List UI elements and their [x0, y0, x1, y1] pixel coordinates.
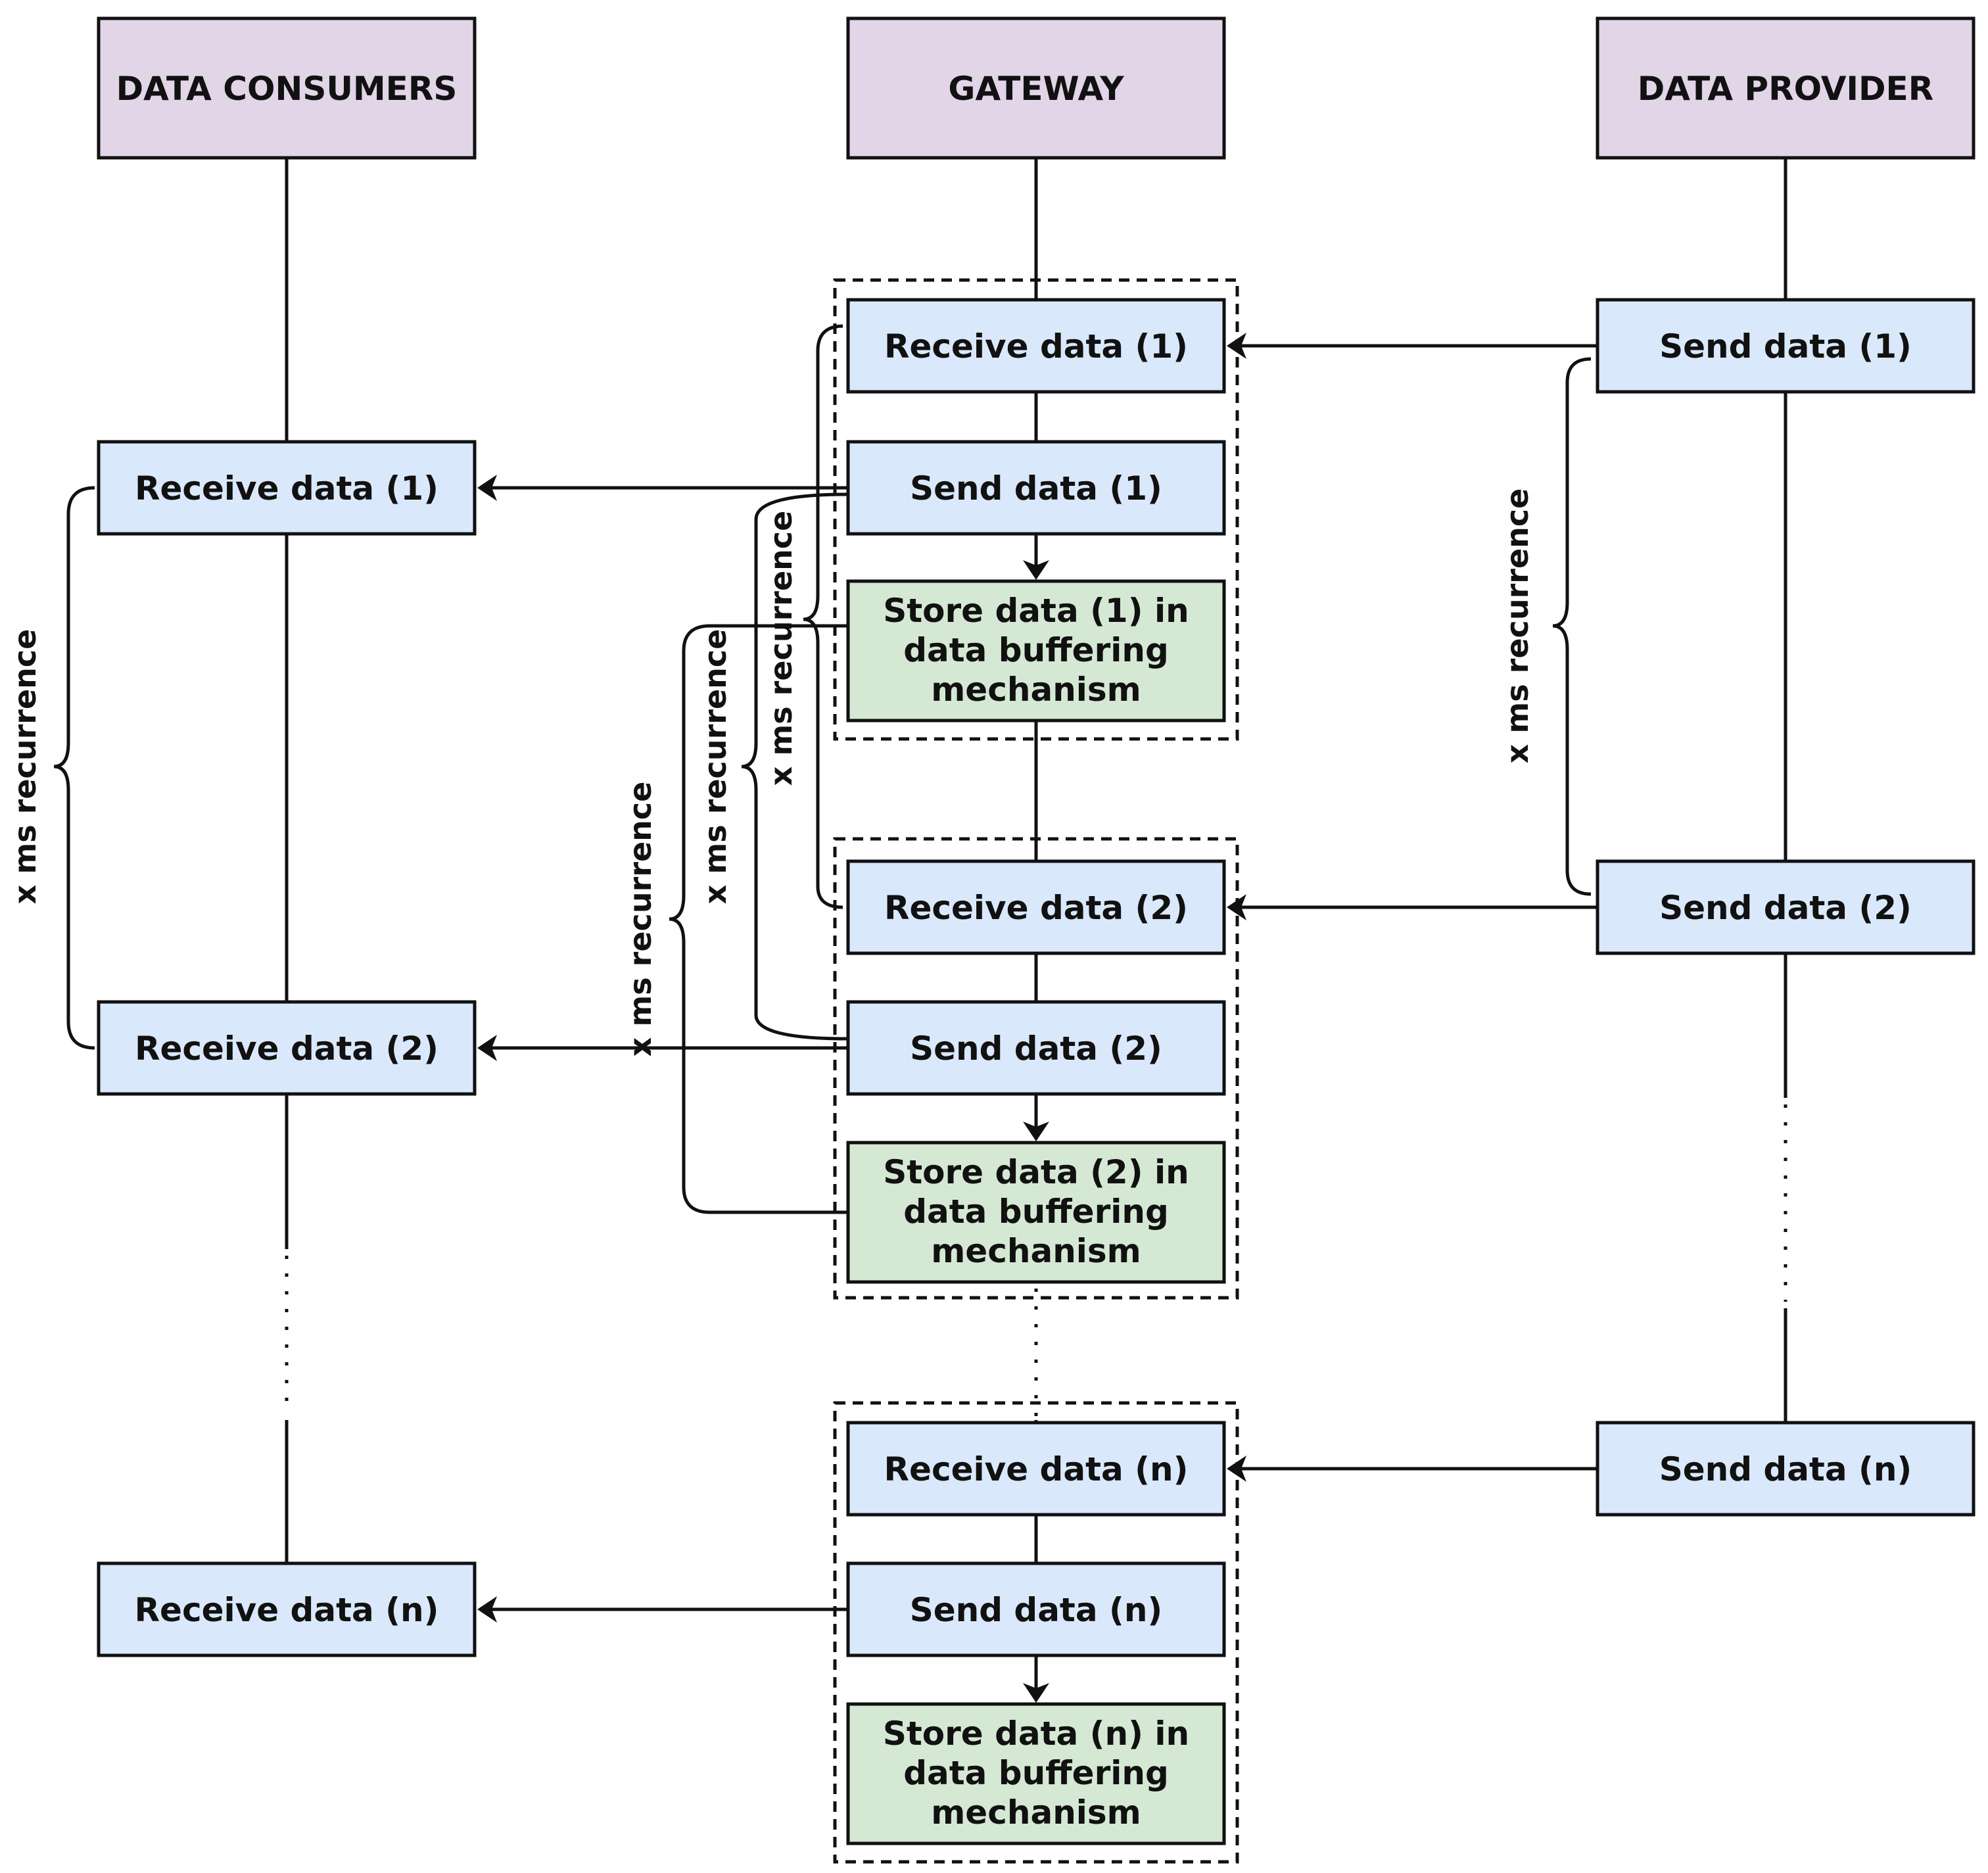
gateway-store-n-line-3: mechanism	[931, 1793, 1141, 1832]
consumer-receive-1	[97, 440, 477, 536]
provider-lane-label: DATA PROVIDER	[1638, 70, 1933, 108]
gateway-store-2-line-1: Store data (2) in	[883, 1153, 1189, 1191]
lane-headers: DATA CONSUMERS GATEWAY DATA PROVIDER	[97, 16, 1976, 160]
gateway-steps: Receive data (1) Send data (1) Store dat…	[846, 298, 1226, 1845]
messages	[477, 333, 1596, 1703]
provider-send-n	[1596, 1421, 1976, 1517]
gateway-receive-recurrence-label: x ms recurrence	[763, 511, 799, 786]
consumer-receive-n	[97, 1561, 477, 1657]
cycle-2-group	[833, 837, 1239, 1300]
gateway-send-1	[846, 440, 1226, 536]
gateway-send-recurrence-brace	[741, 492, 847, 1041]
provider-steps: Send data (1) Send data (2) Send data (n…	[1596, 298, 1976, 1517]
provider-lane-header	[1596, 16, 1976, 160]
cycle-1-group	[833, 278, 1239, 741]
gateway-store-1	[846, 579, 1226, 723]
gateway-store-recurrence-brace	[669, 624, 847, 1214]
gateway-store-1-line-3: mechanism	[931, 671, 1141, 709]
gateway-store-1-line-1: Store data (1) in	[883, 592, 1189, 630]
provider-send-n-label: Send data (n)	[1659, 1450, 1912, 1488]
gateway-lane-header	[846, 16, 1226, 160]
consumer-receive-2	[97, 1000, 477, 1096]
consumer-steps: Receive data (1) Receive data (2) Receiv…	[97, 440, 477, 1657]
gateway-receive-1	[846, 298, 1226, 394]
provider-recurrence-label: x ms recurrence	[1500, 488, 1535, 764]
arrowhead	[477, 475, 497, 501]
provider-send-1-label: Send data (1)	[1659, 327, 1912, 366]
arrowhead	[1023, 1122, 1049, 1141]
gateway-store-n-line-2: data buffering	[903, 1754, 1169, 1792]
gateway-store-2-line-3: mechanism	[931, 1232, 1141, 1270]
arrowhead	[1227, 1456, 1246, 1482]
gateway-send-2-label: Send data (2)	[910, 1030, 1162, 1068]
gateway-receive-1-label: Receive data (1)	[884, 327, 1188, 366]
arrowhead	[477, 1596, 497, 1623]
gateway-send-n	[846, 1561, 1226, 1657]
consumers-lane-label: DATA CONSUMERS	[116, 70, 458, 108]
gateway-store-1-line-2: data buffering	[903, 631, 1169, 669]
gateway-store-recurrence-label: x ms recurrence	[623, 782, 658, 1057]
arrowhead	[1023, 560, 1049, 580]
processing-cycles	[833, 278, 1239, 1864]
provider-send-1	[1596, 298, 1976, 394]
arrowhead	[1227, 894, 1246, 920]
recurrence-braces: x ms recurrence x ms recurrence x ms rec…	[7, 324, 1592, 1214]
consumers-recurrence-label: x ms recurrence	[7, 629, 43, 905]
cycle-n-group	[833, 1401, 1239, 1864]
provider-recurrence-brace	[1552, 357, 1592, 896]
consumers-recurrence-brace	[53, 486, 95, 1050]
arrowhead	[1023, 1683, 1049, 1703]
gateway-receive-n-label: Receive data (n)	[884, 1450, 1189, 1488]
consumer-receive-2-label: Receive data (2)	[135, 1030, 438, 1068]
gateway-receive-2-label: Receive data (2)	[884, 889, 1188, 927]
gateway-send-2	[846, 1000, 1226, 1096]
gateway-receive-n	[846, 1421, 1226, 1517]
gateway-store-2	[846, 1141, 1226, 1284]
gateway-receive-recurrence-brace	[803, 324, 843, 909]
gateway-send-1-label: Send data (1)	[910, 469, 1162, 508]
gateway-store-n	[846, 1702, 1226, 1845]
provider-send-2	[1596, 859, 1976, 955]
gateway-receive-2	[846, 859, 1226, 955]
gateway-send-n-label: Send data (n)	[910, 1591, 1163, 1629]
gateway-store-2-line-2: data buffering	[903, 1193, 1169, 1231]
consumers-lane-header	[97, 16, 477, 160]
consumer-receive-n-label: Receive data (n)	[135, 1591, 439, 1629]
gateway-send-recurrence-label: x ms recurrence	[698, 629, 733, 905]
arrowhead	[1227, 333, 1246, 359]
consumer-receive-1-label: Receive data (1)	[135, 469, 438, 508]
gateway-lane-label: GATEWAY	[948, 70, 1124, 108]
provider-send-2-label: Send data (2)	[1659, 889, 1912, 927]
arrowhead	[477, 1035, 497, 1061]
gateway-store-n-line-1: Store data (n) in	[883, 1715, 1189, 1753]
